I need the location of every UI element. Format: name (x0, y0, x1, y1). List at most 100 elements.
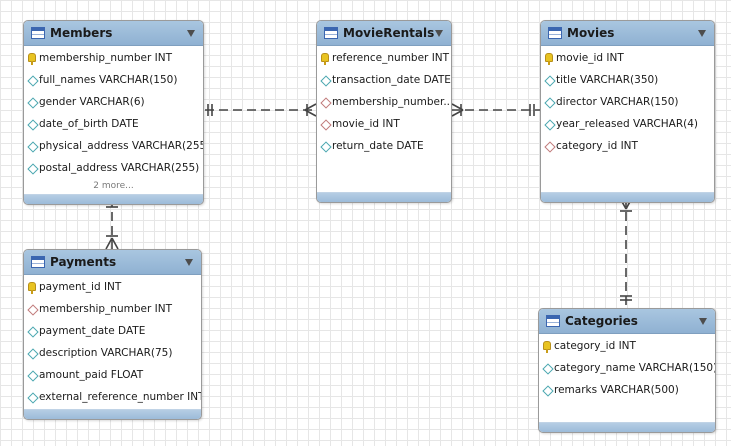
table-header[interactable]: Members (24, 21, 203, 46)
column-name: category_name VARCHAR(150) (554, 362, 715, 374)
column-diamond-icon (544, 119, 556, 131)
dropdown-arrow-icon[interactable] (185, 259, 193, 266)
dropdown-arrow-icon[interactable] (698, 30, 706, 37)
column-name: external_reference_number INT (39, 391, 201, 403)
column-name: title VARCHAR(350) (556, 74, 659, 86)
column-name: category_id INT (554, 340, 636, 352)
column-row[interactable]: amount_paid FLOAT (24, 365, 201, 387)
column-name: year_released VARCHAR(4) (556, 118, 699, 130)
primary-key-icon (543, 341, 551, 353)
column-row[interactable]: movie_id INT (541, 48, 714, 70)
relationship-categories-movies[interactable] (619, 197, 633, 308)
primary-key-icon (321, 53, 329, 65)
foreign-key-icon (320, 119, 332, 131)
column-row[interactable]: year_released VARCHAR(4) (541, 114, 714, 136)
relationship-movies-movierentals[interactable] (451, 103, 540, 117)
column-row[interactable]: date_of_birth DATE (24, 114, 203, 136)
column-row[interactable]: membership_number... (317, 92, 451, 114)
table-title: Payments (50, 255, 117, 269)
table-title: MovieRentals (343, 26, 435, 40)
more-columns-link[interactable]: 2 more... (93, 181, 134, 191)
foreign-key-icon (27, 304, 39, 316)
column-row[interactable]: external_reference_number INT (24, 387, 201, 409)
column-name: date_of_birth DATE (39, 118, 139, 130)
column-name: membership_number INT (39, 303, 172, 315)
relationship-members-payments[interactable] (105, 198, 119, 250)
column-diamond-icon (27, 370, 39, 382)
column-diamond-icon (27, 97, 39, 109)
column-diamond-icon (544, 97, 556, 109)
column-diamond-icon (542, 363, 554, 375)
table-movies[interactable]: Movies movie_id INT title VARCHAR(350) d… (540, 20, 715, 203)
column-row[interactable]: category_id INT (539, 336, 715, 358)
column-name: description VARCHAR(75) (39, 347, 173, 359)
column-name: remarks VARCHAR(500) (554, 384, 679, 396)
column-row[interactable]: physical_address VARCHAR(255) (24, 136, 203, 158)
table-footer (317, 192, 451, 202)
table-footer (24, 409, 201, 419)
column-row[interactable]: description VARCHAR(75) (24, 343, 201, 365)
table-header[interactable]: Movies (541, 21, 714, 46)
column-row[interactable]: movie_id INT (317, 114, 451, 136)
primary-key-icon (28, 53, 36, 65)
column-diamond-icon (27, 392, 39, 404)
column-row[interactable]: postal_address VARCHAR(255) (24, 158, 203, 180)
column-diamond-icon (27, 348, 39, 360)
column-row[interactable]: transaction_date DATE (317, 70, 451, 92)
table-body-spacer (539, 402, 715, 422)
column-row[interactable]: title VARCHAR(350) (541, 70, 714, 92)
table-members[interactable]: Members membership_number INT full_names… (23, 20, 204, 205)
column-row[interactable]: category_id INT (541, 136, 714, 158)
column-row[interactable]: return_date DATE (317, 136, 451, 158)
crowfoot-mark (304, 103, 317, 111)
table-header[interactable]: Categories (539, 309, 715, 334)
column-row[interactable]: remarks VARCHAR(500) (539, 380, 715, 402)
column-name: director VARCHAR(150) (556, 96, 679, 108)
column-diamond-icon (27, 141, 39, 153)
column-list: membership_number INT full_names VARCHAR… (24, 46, 203, 194)
column-name: transaction_date DATE (332, 74, 451, 86)
table-body-spacer (317, 158, 451, 192)
column-row[interactable]: director VARCHAR(150) (541, 92, 714, 114)
column-name: payment_date DATE (39, 325, 146, 337)
table-movierentals[interactable]: MovieRentals reference_number INT transa… (316, 20, 452, 203)
table-header[interactable]: Payments (24, 250, 201, 275)
primary-key-icon (545, 53, 553, 65)
column-row[interactable]: membership_number INT (24, 48, 203, 70)
column-row[interactable]: gender VARCHAR(6) (24, 92, 203, 114)
column-name: reference_number INT (332, 52, 450, 64)
column-name: membership_number INT (39, 52, 172, 64)
column-list: reference_number INT transaction_date DA… (317, 46, 451, 192)
table-icon (31, 256, 45, 268)
column-name: full_names VARCHAR(150) (39, 74, 178, 86)
table-title: Members (50, 26, 113, 40)
column-name: movie_id INT (332, 118, 400, 130)
foreign-key-icon (544, 141, 556, 153)
table-title: Categories (565, 314, 638, 328)
column-name: movie_id INT (556, 52, 624, 64)
table-categories[interactable]: Categories category_id INT category_name… (538, 308, 716, 433)
column-name: membership_number... (332, 96, 451, 108)
column-name: payment_id INT (39, 281, 122, 293)
column-diamond-icon (544, 75, 556, 87)
column-row[interactable]: category_name VARCHAR(150) (539, 358, 715, 380)
table-payments[interactable]: Payments payment_id INT membership_numbe… (23, 249, 202, 420)
table-header[interactable]: MovieRentals (317, 21, 451, 46)
table-icon (31, 27, 45, 39)
dropdown-arrow-icon[interactable] (435, 30, 443, 37)
crowfoot-mark (451, 103, 464, 111)
column-name: amount_paid FLOAT (39, 369, 144, 381)
column-list: movie_id INT title VARCHAR(350) director… (541, 46, 714, 192)
dropdown-arrow-icon[interactable] (699, 318, 707, 325)
column-row[interactable]: membership_number INT (24, 299, 201, 321)
column-row[interactable]: reference_number INT (317, 48, 451, 70)
crowfoot-mark (304, 109, 317, 117)
column-row[interactable]: payment_id INT (24, 277, 201, 299)
column-row[interactable]: full_names VARCHAR(150) (24, 70, 203, 92)
table-icon (324, 27, 338, 39)
dropdown-arrow-icon[interactable] (187, 30, 195, 37)
column-row[interactable]: payment_date DATE (24, 321, 201, 343)
relationship-members-movierentals[interactable] (205, 103, 317, 117)
column-name: return_date DATE (332, 140, 424, 152)
